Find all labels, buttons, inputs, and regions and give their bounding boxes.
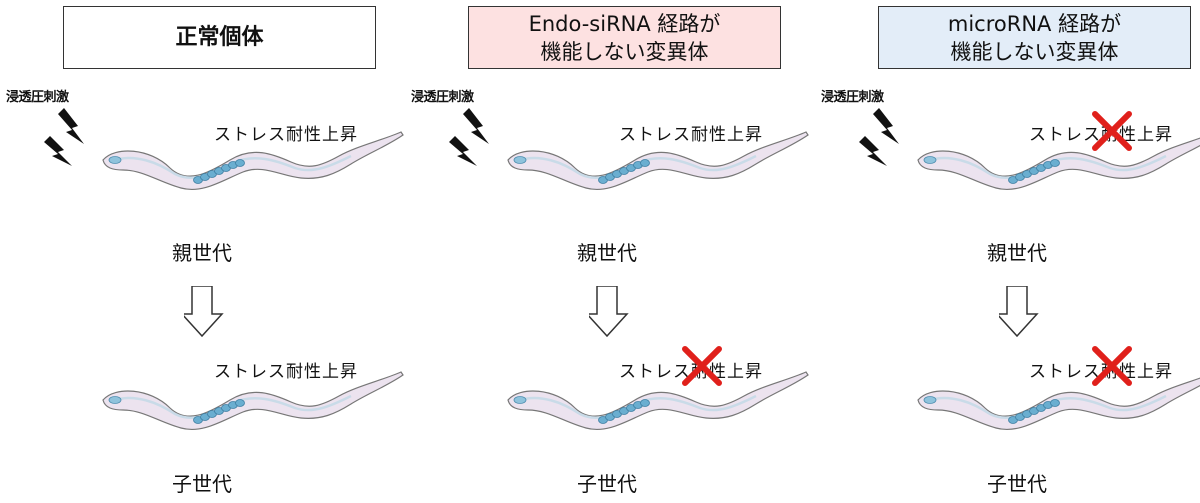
parent-stress-label: ストレス耐性上昇 xyxy=(214,125,358,145)
child-generation-label: 子世代 xyxy=(172,472,232,496)
panel-title: microRNA 経路が 機能しない変異体 xyxy=(878,6,1191,69)
child-worm-icon xyxy=(506,370,810,431)
parent-worm-icon xyxy=(916,130,1200,191)
parent-generation-label: 親世代 xyxy=(577,241,637,265)
panel-title: Endo-siRNA 経路が 機能しない変異体 xyxy=(468,6,781,69)
panel-endo-sirna-mutant: Endo-siRNA 経路が 機能しない変異体 浸透圧刺激 ストレス耐性上昇 親… xyxy=(405,0,810,503)
child-stress-label: ストレス耐性上昇 xyxy=(619,362,763,382)
lightning-bolt-icon xyxy=(859,108,899,166)
parent-generation-label: 親世代 xyxy=(172,241,232,265)
stimulus-label: 浸透圧刺激 xyxy=(6,90,69,105)
stimulus-label: 浸透圧刺激 xyxy=(411,90,474,105)
panel-normal: 正常個体 浸透圧刺激 ストレス耐性上昇 親世代 ストレス耐性上昇 子世代 xyxy=(0,0,405,503)
parent-worm-icon xyxy=(506,130,810,191)
panel-microrna-mutant: microRNA 経路が 機能しない変異体 浸透圧刺激 ストレス耐性上昇 親世代… xyxy=(815,0,1200,503)
child-stress-label: ストレス耐性上昇 xyxy=(1029,362,1173,382)
down-arrow-icon xyxy=(589,286,628,337)
child-stress-label: ストレス耐性上昇 xyxy=(214,362,358,382)
parent-generation-label: 親世代 xyxy=(987,241,1047,265)
lightning-bolt-icon xyxy=(44,108,84,166)
down-arrow-icon xyxy=(999,286,1038,337)
child-generation-label: 子世代 xyxy=(987,472,1047,496)
panel-title: 正常個体 xyxy=(63,6,376,69)
child-generation-label: 子世代 xyxy=(577,472,637,496)
lightning-bolt-icon xyxy=(449,108,489,166)
parent-worm-icon xyxy=(101,130,405,191)
child-worm-icon xyxy=(101,370,405,431)
down-arrow-icon xyxy=(184,286,223,337)
child-worm-icon xyxy=(916,370,1200,431)
stimulus-label: 浸透圧刺激 xyxy=(821,90,884,105)
parent-stress-label: ストレス耐性上昇 xyxy=(1029,125,1173,145)
parent-stress-label: ストレス耐性上昇 xyxy=(619,125,763,145)
